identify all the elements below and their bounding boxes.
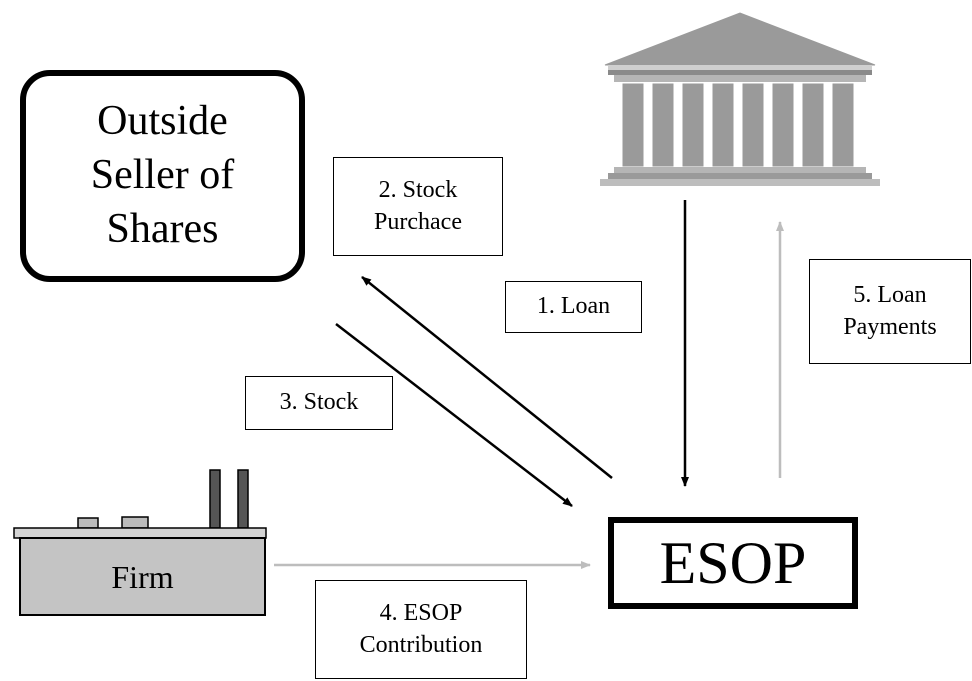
loan-payments-label: 5. Loan Payments xyxy=(809,259,971,364)
stock-label: 3. Stock xyxy=(245,376,393,430)
stock-arrow xyxy=(335,323,573,507)
outside-seller-node: Outside Seller of Shares xyxy=(20,70,305,282)
loan-label: 1. Loan xyxy=(505,281,642,333)
factory-icon xyxy=(13,469,267,616)
stock-purchase-arrow xyxy=(361,276,613,479)
esop-node: ESOP xyxy=(608,517,858,609)
stock-purchase-label: 2. Stock Purchace xyxy=(333,157,503,256)
esop-contribution-label: 4. ESOP Contribution xyxy=(315,580,527,679)
bank-building-icon xyxy=(600,12,880,186)
firm-label: Firm xyxy=(111,558,174,595)
